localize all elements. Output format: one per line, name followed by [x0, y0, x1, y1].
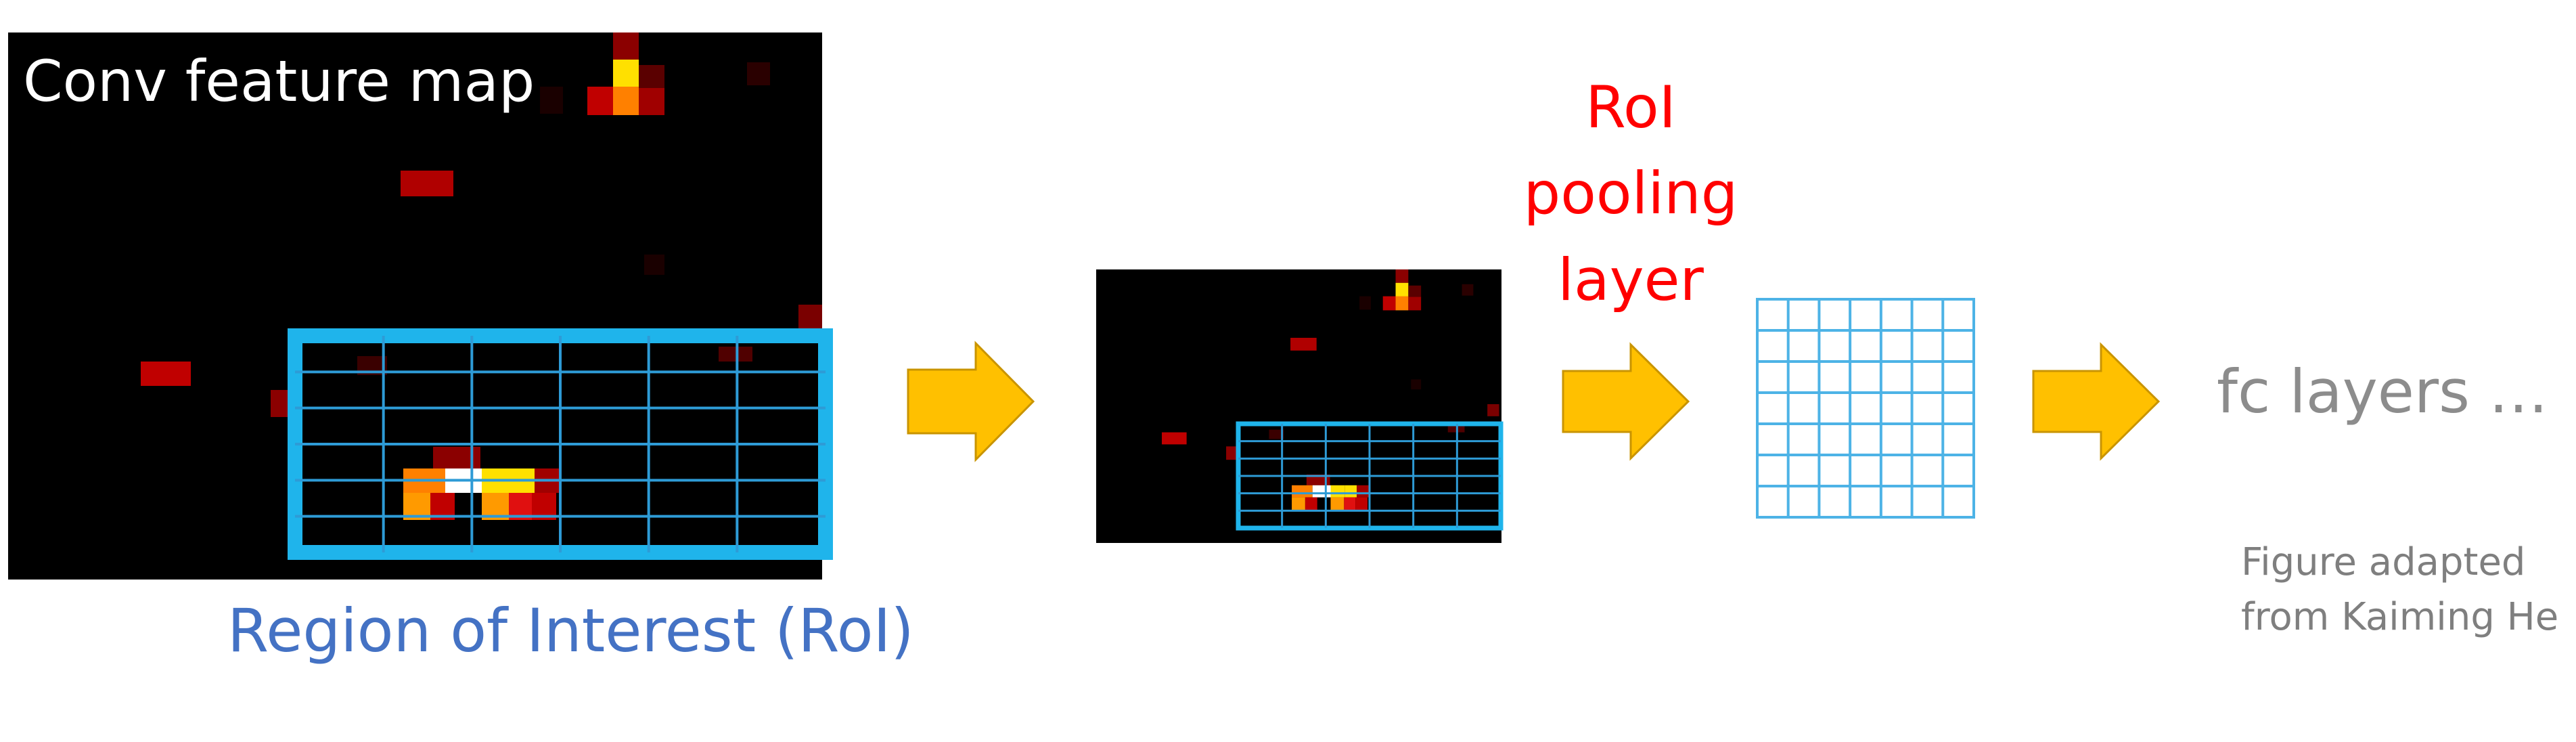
right-arrow-icon	[1562, 342, 1690, 461]
small-activation-cell	[1330, 485, 1345, 498]
small-activation-cell	[1290, 337, 1317, 351]
small-activation-cell	[1355, 497, 1368, 511]
activation-cell	[613, 60, 639, 89]
activation-cell	[798, 305, 822, 329]
activation-cell	[433, 447, 480, 468]
activation-cell	[747, 62, 770, 85]
activation-cell	[587, 87, 613, 115]
roi-box	[288, 328, 833, 560]
small-activation-cell	[1330, 497, 1345, 511]
activation-cell	[719, 347, 752, 362]
activation-cell	[644, 255, 664, 275]
activation-cell	[613, 87, 639, 115]
small-activation-cell	[1357, 485, 1370, 498]
roi-caption: Region of Interest (RoI)	[227, 596, 914, 665]
small-activation-cell	[1462, 284, 1474, 296]
right-arrow-icon	[2032, 342, 2161, 461]
small-activation-cell	[1292, 485, 1313, 498]
activation-cell	[401, 171, 453, 196]
pooled-output-grid	[1756, 298, 1975, 519]
small-activation-cell	[1269, 429, 1284, 439]
small-activation-cell	[1344, 497, 1356, 511]
small-activation-cell	[1345, 485, 1357, 498]
roi-pooling-label-line: layer	[1558, 246, 1704, 314]
small-feature-map	[1096, 269, 1504, 543]
small-roi-box	[1236, 421, 1504, 531]
figure-credit: Figure adapted from Kaiming He	[2241, 535, 2559, 645]
roi-pooling-label-line: RoI	[1585, 74, 1676, 141]
activation-cell	[639, 88, 664, 115]
small-activation-cell	[1292, 497, 1305, 511]
credit-line: from Kaiming He	[2241, 595, 2559, 640]
small-activation-cell	[1487, 403, 1499, 416]
small-activation-cell	[1411, 379, 1422, 390]
activation-cell	[540, 87, 563, 114]
feature-map-title: Conv feature map	[23, 48, 535, 114]
activation-cell	[141, 362, 191, 386]
conv-feature-map	[8, 32, 833, 580]
small-activation-cell	[1408, 297, 1422, 311]
credit-line: Figure adapted	[2241, 540, 2526, 584]
right-arrow-icon	[907, 341, 1035, 462]
small-activation-cell	[1306, 474, 1330, 485]
small-activation-cell	[1359, 296, 1371, 310]
small-activation-cell	[1162, 432, 1187, 445]
small-activation-cell	[1395, 269, 1409, 283]
small-activation-cell	[1305, 497, 1317, 511]
roi-pooling-label-line: pooling	[1523, 160, 1738, 228]
small-activation-cell	[1395, 282, 1409, 298]
fc-layers-label: fc layers …	[2217, 357, 2548, 427]
small-activation-cell	[1395, 296, 1409, 311]
small-activation-cell	[1408, 285, 1422, 298]
activation-cell	[639, 65, 664, 89]
small-activation-cell	[1382, 296, 1396, 311]
small-activation-cell	[1312, 485, 1331, 498]
activation-cell	[613, 32, 639, 60]
roi-pooling-label: RoI pooling layer	[1489, 65, 1773, 324]
pooled-grid-frame	[1756, 298, 1975, 519]
